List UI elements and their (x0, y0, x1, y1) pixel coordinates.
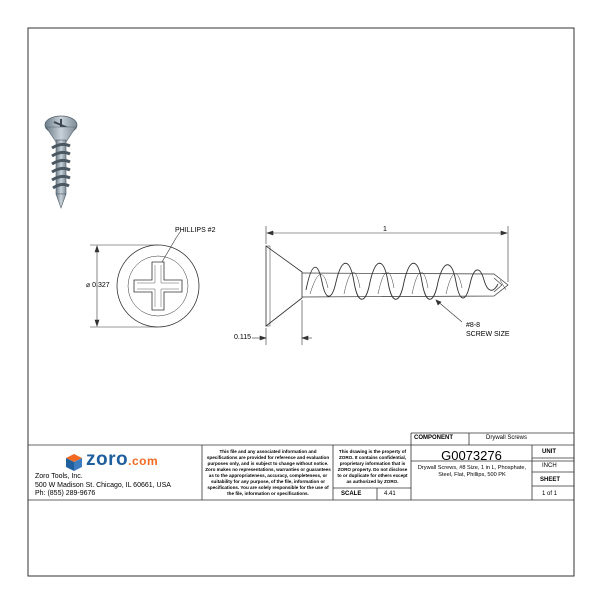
part-description: Drywall Screws, #8 Size, 1 in L, Phospha… (417, 465, 527, 478)
component-value: Drywall Screws (486, 435, 528, 441)
phillips-label: PHILLIPS #2 (175, 227, 216, 234)
company-address: 500 W Madison St. Chicago, IL 60661, USA (35, 481, 171, 489)
part-number: G0073276 (441, 448, 502, 463)
company-name: Zoro Tools, Inc. (35, 473, 83, 480)
length-label: 1 (383, 226, 387, 233)
thread-size-label: #8-8 (466, 322, 481, 329)
title-block-grid (28, 432, 574, 501)
disclaimer-text: This file and any associated information… (205, 449, 331, 496)
sheet-border (27, 27, 575, 577)
head-height-dimension (252, 300, 312, 345)
diameter-dimension (90, 244, 158, 328)
thread-size-caption: SCREW SIZE (466, 331, 510, 338)
head-height-label: 0.115 (234, 334, 251, 341)
scale-value: 4.41 (384, 491, 396, 497)
brand-name: zoro (86, 449, 129, 470)
component-label: COMPONENT (414, 435, 453, 441)
zoro-logo-text: zoro.com (86, 449, 158, 471)
unit-label: UNIT (542, 449, 556, 455)
diameter-label: ⌀ 0.327 (86, 282, 110, 289)
screw-thumbnail (44, 115, 78, 209)
zoro-logo-cube (66, 454, 82, 471)
length-dimension (265, 226, 509, 282)
thread-leader (435, 299, 463, 323)
sheet-label: SHEET (540, 477, 561, 483)
sheet-value: 1 of 1 (542, 491, 558, 497)
property-notice: This drawing is the property of ZORO. It… (337, 449, 408, 484)
brand-suffix: .com (128, 454, 159, 468)
company-phone: Ph: (855) 289-9676 (35, 490, 96, 497)
head-top-view (116, 231, 200, 328)
screw-side-view (265, 245, 509, 327)
unit-value: INCH (542, 463, 557, 469)
company-info: Zoro Tools, Inc. 500 W Madison St. Chica… (35, 473, 171, 499)
scale-label: SCALE (341, 491, 362, 497)
